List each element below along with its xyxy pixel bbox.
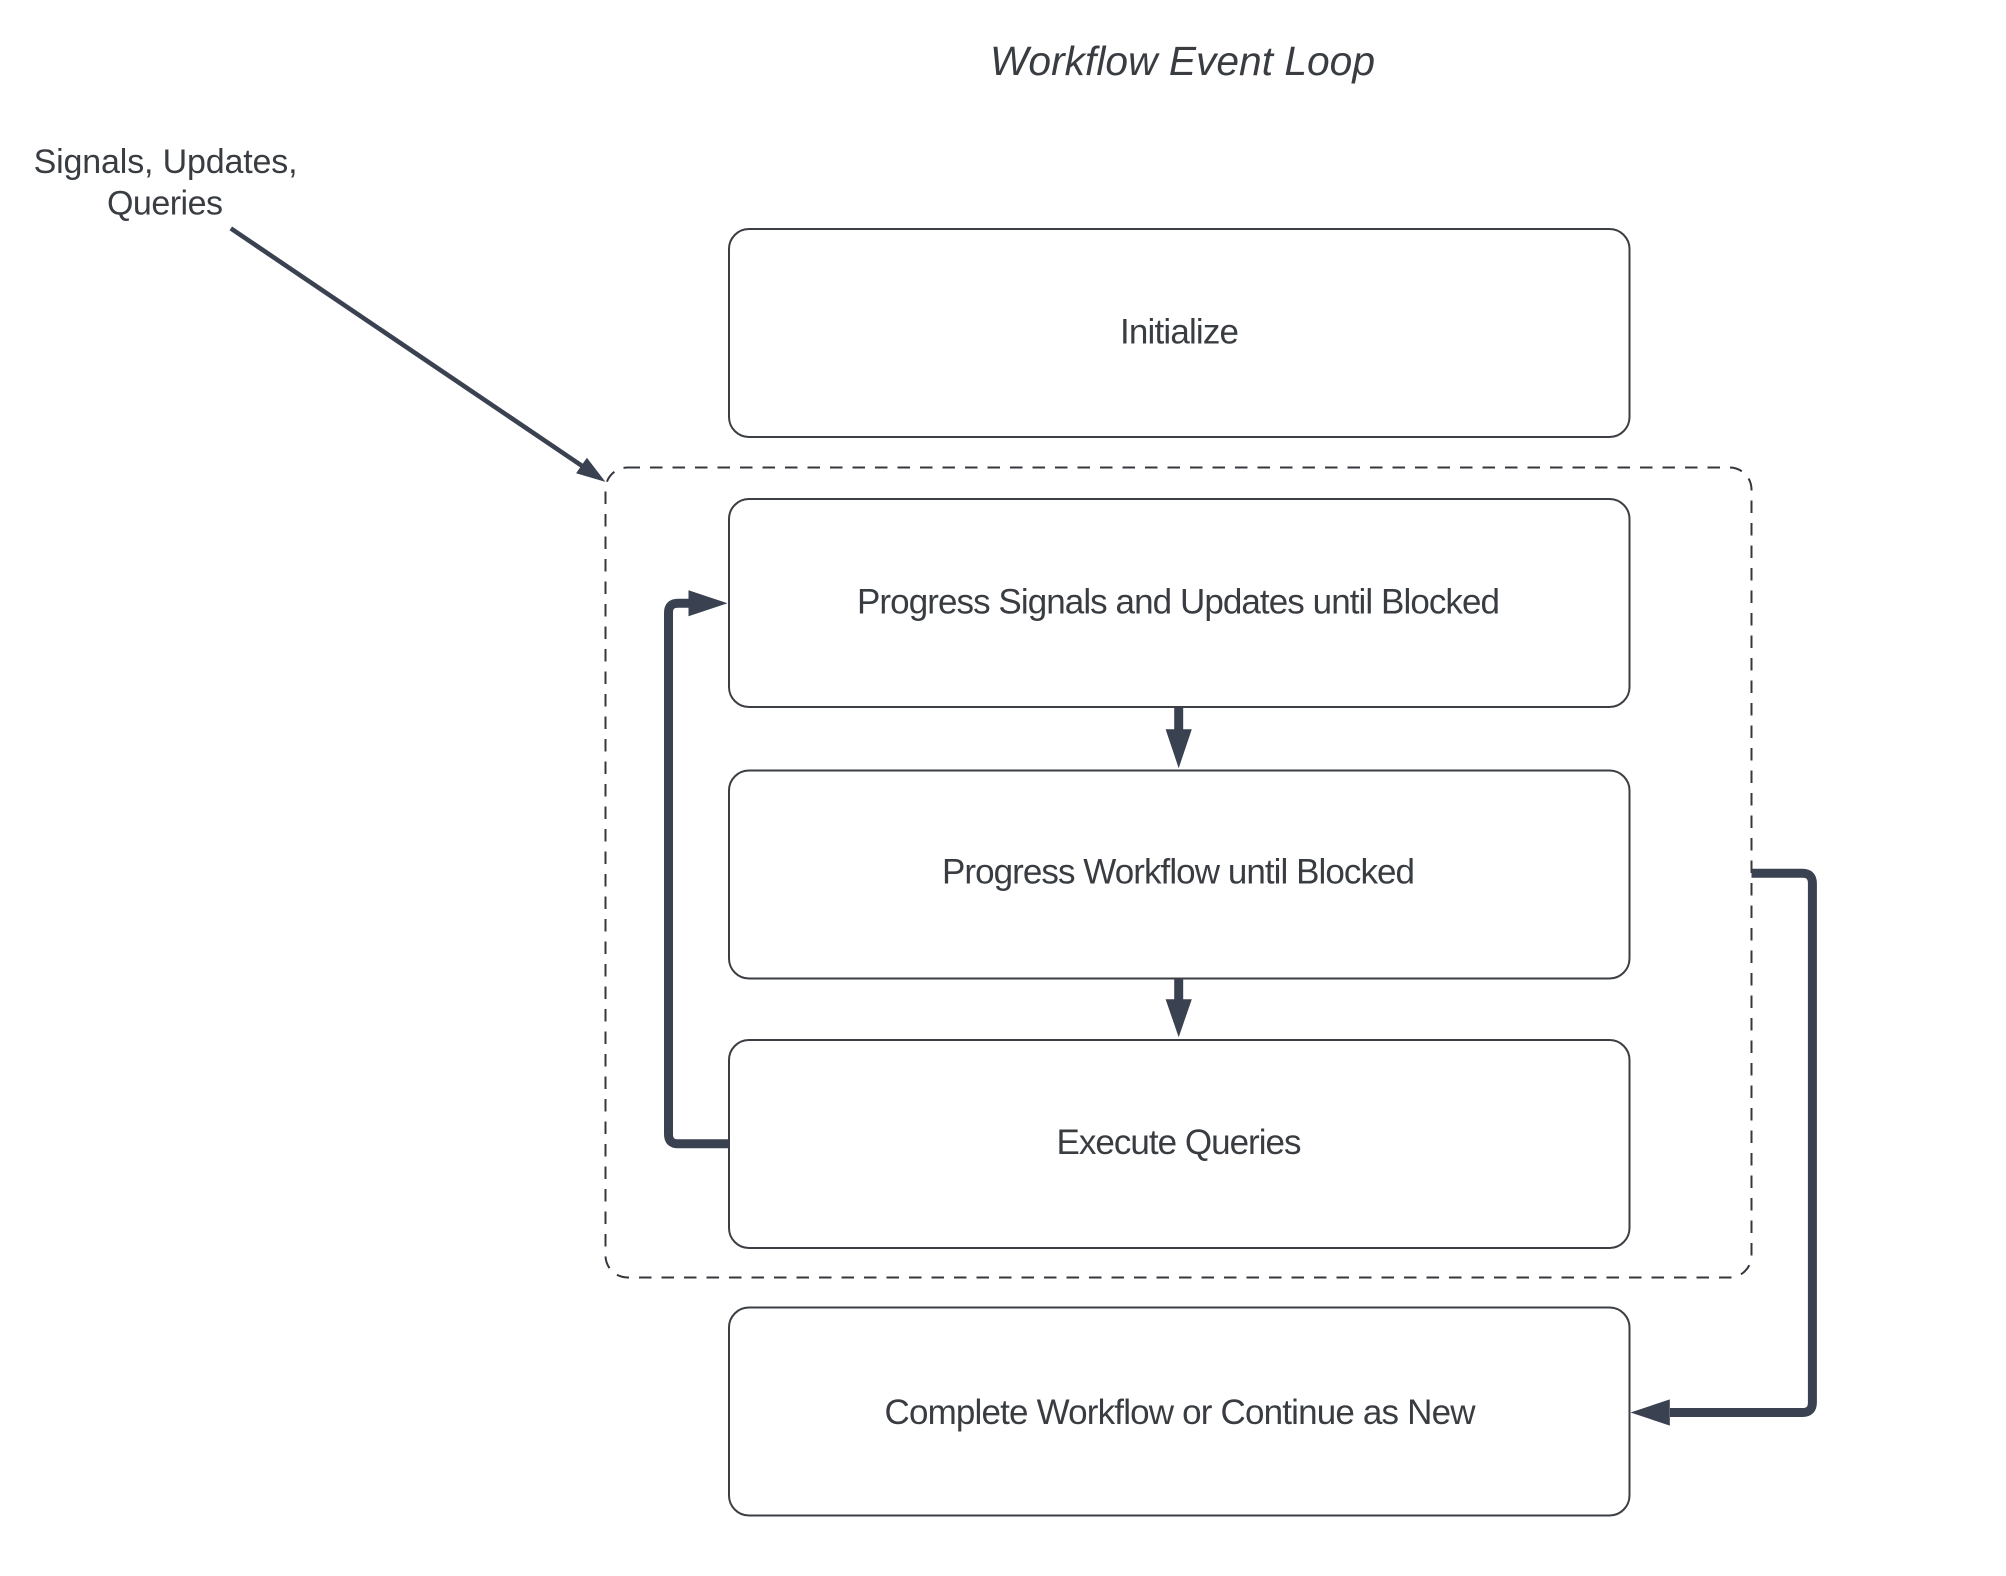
svg-text:Progress Workflow until Blocke: Progress Workflow until Blocked — [942, 853, 1415, 892]
svg-text:Initialize: Initialize — [1120, 312, 1239, 351]
svg-text:Workflow Event Loop: Workflow Event Loop — [990, 38, 1375, 84]
svg-text:Signals, Updates,: Signals, Updates, — [34, 143, 298, 181]
svg-text:Progress Signals and Updates u: Progress Signals and Updates until Block… — [857, 583, 1500, 622]
svg-text:Queries: Queries — [107, 184, 223, 222]
svg-text:Complete Workflow or Continue: Complete Workflow or Continue as New — [885, 1393, 1477, 1432]
svg-text:Execute Queries: Execute Queries — [1057, 1123, 1302, 1162]
